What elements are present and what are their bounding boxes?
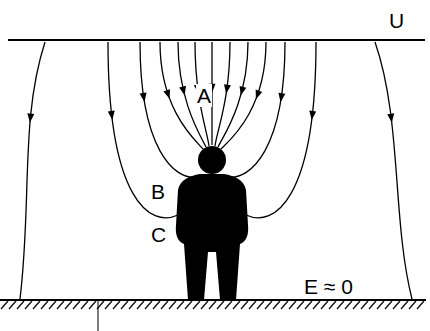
hatch-stroke xyxy=(369,301,376,309)
hatch-stroke xyxy=(129,301,136,309)
field-lines xyxy=(20,42,412,299)
arrowheads xyxy=(27,84,394,123)
hatch-stroke xyxy=(241,301,248,309)
field-line xyxy=(218,42,248,147)
hatch-stroke xyxy=(81,301,88,309)
hatch-stroke xyxy=(33,301,40,309)
hatch-stroke xyxy=(217,301,224,309)
field-line xyxy=(228,42,285,177)
hatch-stroke xyxy=(161,301,168,309)
person-head xyxy=(198,146,226,174)
arrowhead xyxy=(309,111,316,120)
hatch-stroke xyxy=(377,301,384,309)
arrowhead xyxy=(179,86,186,96)
hatch-stroke xyxy=(265,301,272,309)
hatch-stroke xyxy=(209,301,216,309)
hatch-stroke xyxy=(89,301,96,309)
hatch-stroke xyxy=(409,301,416,309)
arrowhead xyxy=(256,90,263,100)
hatch-stroke xyxy=(49,301,56,309)
person-figure xyxy=(176,146,248,300)
hatch-stroke xyxy=(233,301,240,309)
arrowhead xyxy=(140,92,147,101)
arrowhead xyxy=(108,111,115,120)
hatch-stroke xyxy=(401,301,408,309)
hatch-stroke xyxy=(305,301,312,309)
region-label: B xyxy=(150,180,166,203)
hatch-stroke xyxy=(17,301,24,309)
hatch-stroke xyxy=(153,301,160,309)
field-line xyxy=(140,42,196,177)
hatch-stroke xyxy=(41,301,48,309)
arrowhead xyxy=(278,93,285,102)
ground-tick xyxy=(98,301,99,331)
hatch-stroke xyxy=(249,301,256,309)
region-label: A xyxy=(196,84,212,107)
hatch-stroke xyxy=(297,301,304,309)
hatch-stroke xyxy=(289,301,296,309)
hatch-stroke xyxy=(329,301,336,309)
hatch-stroke xyxy=(281,301,288,309)
region-label: C xyxy=(150,223,167,246)
hatch-stroke xyxy=(73,301,80,309)
hatch-stroke xyxy=(113,301,120,309)
electrode-line xyxy=(8,39,425,41)
hatch-stroke xyxy=(385,301,392,309)
hatch-stroke xyxy=(225,301,232,309)
field-note: E ≈ 0 xyxy=(303,275,354,298)
hatch-stroke xyxy=(273,301,280,309)
field-line xyxy=(20,42,45,299)
arrowhead xyxy=(224,84,231,93)
hatch-stroke xyxy=(257,301,264,309)
hatch-stroke xyxy=(313,301,320,309)
field-line xyxy=(375,42,412,299)
hatch-stroke xyxy=(145,301,152,309)
person-body xyxy=(176,174,248,300)
ground-hatch xyxy=(1,301,424,309)
hatch-stroke xyxy=(337,301,344,309)
hatch-stroke xyxy=(169,301,176,309)
hatch-stroke xyxy=(105,301,112,309)
hatch-stroke xyxy=(321,301,328,309)
hatch-stroke xyxy=(345,301,352,309)
hatch-stroke xyxy=(417,301,424,309)
hatch-stroke xyxy=(121,301,128,309)
arrowhead xyxy=(240,86,247,96)
hatch-stroke xyxy=(353,301,360,309)
hatch-stroke xyxy=(25,301,32,309)
field-line xyxy=(215,42,230,146)
potential-label: U xyxy=(388,9,405,32)
hatch-stroke xyxy=(201,301,208,309)
hatch-stroke xyxy=(57,301,64,309)
hatch-stroke xyxy=(361,301,368,309)
hatch-stroke xyxy=(185,301,192,309)
hatch-stroke xyxy=(1,301,8,309)
hatch-stroke xyxy=(65,301,72,309)
arrowhead xyxy=(27,113,34,122)
hatch-stroke xyxy=(9,301,16,309)
arrowhead xyxy=(163,89,170,99)
hatch-stroke xyxy=(137,301,144,309)
hatch-stroke xyxy=(193,301,200,309)
arrowhead xyxy=(387,113,394,122)
field-line xyxy=(246,42,316,218)
hatch-stroke xyxy=(393,301,400,309)
field-line xyxy=(108,42,178,218)
field-line xyxy=(221,42,266,149)
hatch-stroke xyxy=(177,301,184,309)
ground-line xyxy=(0,299,426,301)
